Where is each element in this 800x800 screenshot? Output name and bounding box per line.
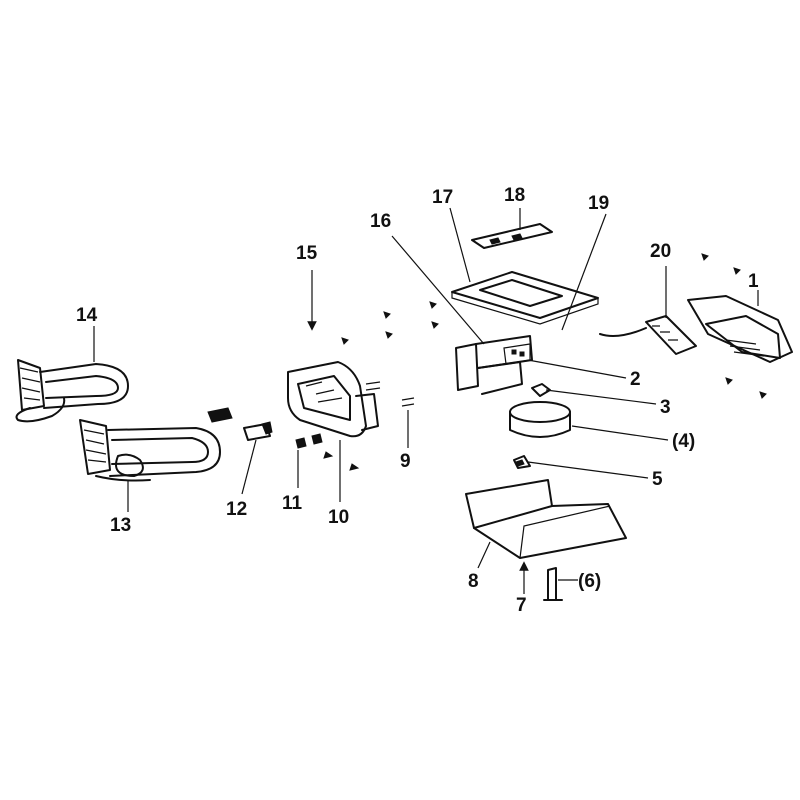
leader-17 <box>449 207 471 283</box>
leader-4 <box>571 425 669 441</box>
callout-15: 15 <box>296 243 318 264</box>
leader-5 <box>527 461 649 479</box>
callout-10: 10 <box>328 507 350 528</box>
leader-8 <box>477 541 491 569</box>
part-6-post <box>543 567 563 601</box>
callout-3: 3 <box>660 397 671 418</box>
callout-19: 19 <box>588 193 610 214</box>
callout-7: 7 <box>516 595 527 616</box>
callout-5: 5 <box>652 469 663 490</box>
part-12-connectors <box>207 407 273 441</box>
part-10-control-housing <box>287 361 381 471</box>
leader-2 <box>527 359 627 379</box>
callout-9: 9 <box>400 451 411 472</box>
part-4-motor-drum <box>509 401 571 438</box>
callout-2: 2 <box>630 369 641 390</box>
callout-4: (4) <box>672 431 696 452</box>
leader-19 <box>561 213 607 331</box>
part-20-circuit-board <box>599 315 697 355</box>
callout-6: (6) <box>578 571 602 592</box>
leader-16 <box>391 235 485 345</box>
callout-17: 17 <box>432 187 454 208</box>
callout-8: 8 <box>468 571 479 592</box>
part-18-handle <box>471 223 553 249</box>
leader-lines <box>93 207 759 594</box>
part-13-clamp-cable <box>79 419 221 482</box>
callout-1: 1 <box>748 271 759 292</box>
leader-3 <box>545 389 657 405</box>
part-8-base-tray <box>465 479 627 559</box>
leader-12 <box>241 439 257 495</box>
part-15-screws <box>341 301 439 345</box>
part-5-fitting <box>513 455 531 469</box>
part-9-pins <box>401 397 415 407</box>
callout-14: 14 <box>76 305 98 326</box>
callout-18: 18 <box>504 185 526 206</box>
callout-12: 12 <box>226 499 248 520</box>
part-2-bracket-assembly <box>455 335 533 395</box>
callout-16: 16 <box>370 211 392 232</box>
part-1-top-cover <box>687 253 793 399</box>
callout-20: 20 <box>650 241 672 262</box>
part-11-screws <box>295 433 334 459</box>
callout-13: 13 <box>110 515 132 536</box>
part-17-frame-plate <box>451 271 599 325</box>
callout-11: 11 <box>282 493 303 514</box>
part-14-clamp-cable <box>15 359 129 423</box>
